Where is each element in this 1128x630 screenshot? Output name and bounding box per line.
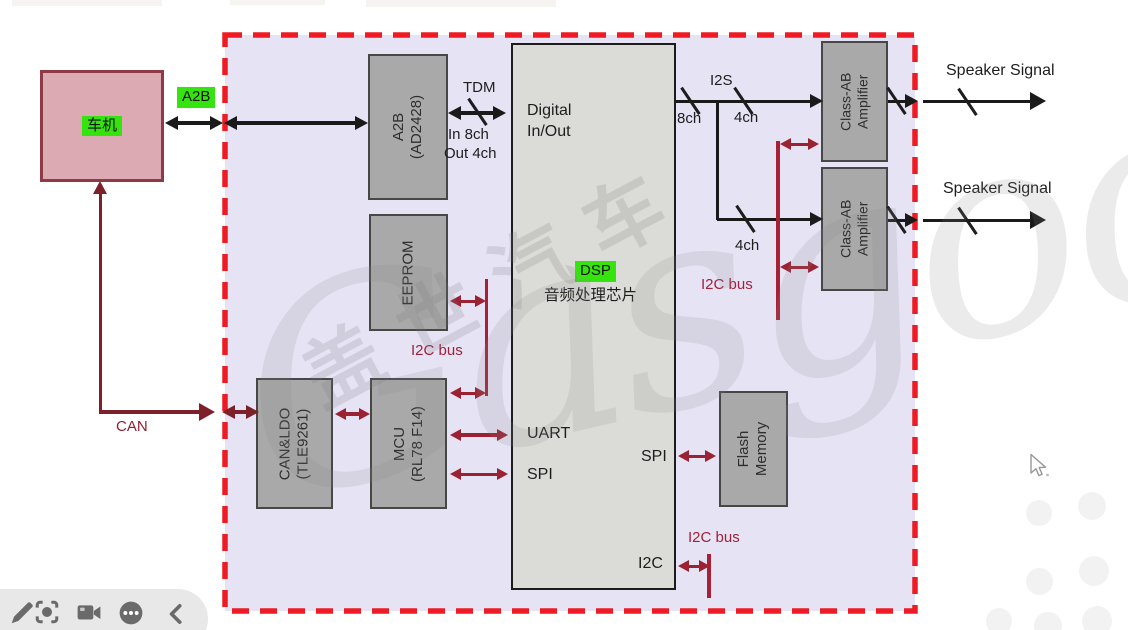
a2b-chip-name: A2B xyxy=(389,112,407,142)
dsp-port-i2c: I2C xyxy=(638,555,663,572)
screenshot-icon[interactable] xyxy=(34,599,60,625)
dsp-i2c-elbow-line xyxy=(707,554,711,598)
flash-name-2: Memory xyxy=(753,421,771,477)
headunit-a2b-arrow-inner xyxy=(237,121,355,125)
amp-top-i2c-arrow xyxy=(791,142,808,146)
tdm-out-label: Out 4ch xyxy=(444,145,497,162)
canldo-mcu-arrow xyxy=(346,412,359,416)
i2c-bus-dsp-label: I2C bus xyxy=(688,529,740,546)
background-dot xyxy=(1079,556,1109,586)
dsp-port-spi-right: SPI xyxy=(641,448,667,465)
more-icon[interactable] xyxy=(118,600,144,626)
speaker-top-label: Speaker Signal xyxy=(946,62,1055,79)
tdm-in-label: In 8ch xyxy=(448,126,489,143)
i2s-line-bottom xyxy=(717,217,810,221)
mouse-cursor xyxy=(1030,453,1049,477)
amp-top-name-1: Class-AB xyxy=(837,72,854,131)
background-dot xyxy=(1078,492,1106,520)
background-dot xyxy=(1026,568,1053,595)
class-ab-amp-top-block: Class-AB Amplifier xyxy=(821,41,888,162)
speaker-bottom-label: Speaker Signal xyxy=(943,180,1052,197)
amp-bottom-name-1: Class-AB xyxy=(837,199,854,259)
i2c-bus-amp-line xyxy=(775,141,780,320)
background-dot xyxy=(1026,500,1052,526)
a2b-link-label: A2B xyxy=(177,87,216,108)
head-unit-label: 车机 xyxy=(81,115,122,137)
i2c-bus-amp-label: I2C bus xyxy=(701,276,753,293)
can-boundary-arrow xyxy=(235,410,246,414)
can-horizontal-line xyxy=(98,410,199,414)
a2b-chip-block: A2B (AD2428) xyxy=(368,54,448,200)
amp-bottom-name-2: Amplifier xyxy=(854,201,871,257)
collapse-icon[interactable] xyxy=(164,601,190,627)
a2b-chip-part: (AD2428) xyxy=(407,94,425,160)
speaker-top-line xyxy=(923,99,1030,103)
dsp-io-label-1: Digital xyxy=(527,102,572,119)
i2s-label: I2S xyxy=(710,72,733,89)
class-ab-amp-bottom-block: Class-AB Amplifier xyxy=(821,167,888,291)
i2s-8ch-label: 8ch xyxy=(677,110,702,127)
dsp-io-label-2: In/Out xyxy=(527,123,571,140)
amp-top-name-2: Amplifier xyxy=(854,74,871,129)
annotation-toolbar xyxy=(0,589,208,630)
dsp-subtitle: 音频处理芯片 xyxy=(544,287,638,304)
amp-bottom-i2c-arrow xyxy=(791,265,808,269)
dsp-port-uart: UART xyxy=(527,425,571,442)
eeprom-block: EEPROM xyxy=(369,214,448,331)
i2s-4ch-bottom-label: 4ch xyxy=(735,237,760,254)
mcu-part: (RL78 F14) xyxy=(408,405,426,482)
mcu-i2c-arrow xyxy=(461,391,475,395)
tdm-label: TDM xyxy=(463,79,496,96)
can-ldo-name: CAN&LDO xyxy=(276,407,294,480)
can-vertical-line xyxy=(98,194,102,413)
flash-name-1: Flash xyxy=(735,430,753,468)
eeprom-label: EEPROM xyxy=(399,239,417,306)
dsp-tag: DSP xyxy=(575,261,616,282)
dsp-port-spi-left: SPI xyxy=(527,466,553,483)
headunit-a2b-arrow-outer xyxy=(178,121,210,125)
background-dot xyxy=(986,608,1012,630)
background-dot xyxy=(1034,612,1062,630)
speaker-bottom-line xyxy=(923,218,1030,222)
can-label: CAN xyxy=(116,418,148,435)
i2s-4ch-top-label: 4ch xyxy=(734,109,759,126)
dsp-block: Digital In/Out DSP 音频处理芯片 UART SPI SPI I… xyxy=(511,43,676,590)
top-artifact xyxy=(366,0,556,7)
dsp-flash-spi-arrow xyxy=(689,454,705,458)
mcu-dsp-uart-arrow xyxy=(461,433,497,437)
i2c-bus-eeprom-line xyxy=(484,279,488,396)
mcu-block: MCU (RL78 F14) xyxy=(370,378,447,509)
dsp-i2c-arrow xyxy=(689,564,699,568)
mcu-name: MCU xyxy=(390,426,408,461)
can-ldo-block: CAN&LDO (TLE9261) xyxy=(256,378,333,509)
background-dot xyxy=(1082,606,1112,630)
can-ldo-part: (TLE9261) xyxy=(294,408,312,479)
i2s-branch-line xyxy=(715,101,719,220)
pen-icon[interactable] xyxy=(9,600,35,626)
top-artifact xyxy=(230,0,325,5)
flash-memory-block: Flash Memory xyxy=(719,391,788,507)
top-artifact xyxy=(12,0,162,6)
eeprom-i2c-arrow xyxy=(461,299,475,303)
i2c-bus-eeprom-label: I2C bus xyxy=(411,342,463,359)
mcu-dsp-spi-arrow xyxy=(461,472,497,476)
camera-icon[interactable] xyxy=(76,600,102,626)
head-unit-block: 车机 xyxy=(40,70,164,182)
